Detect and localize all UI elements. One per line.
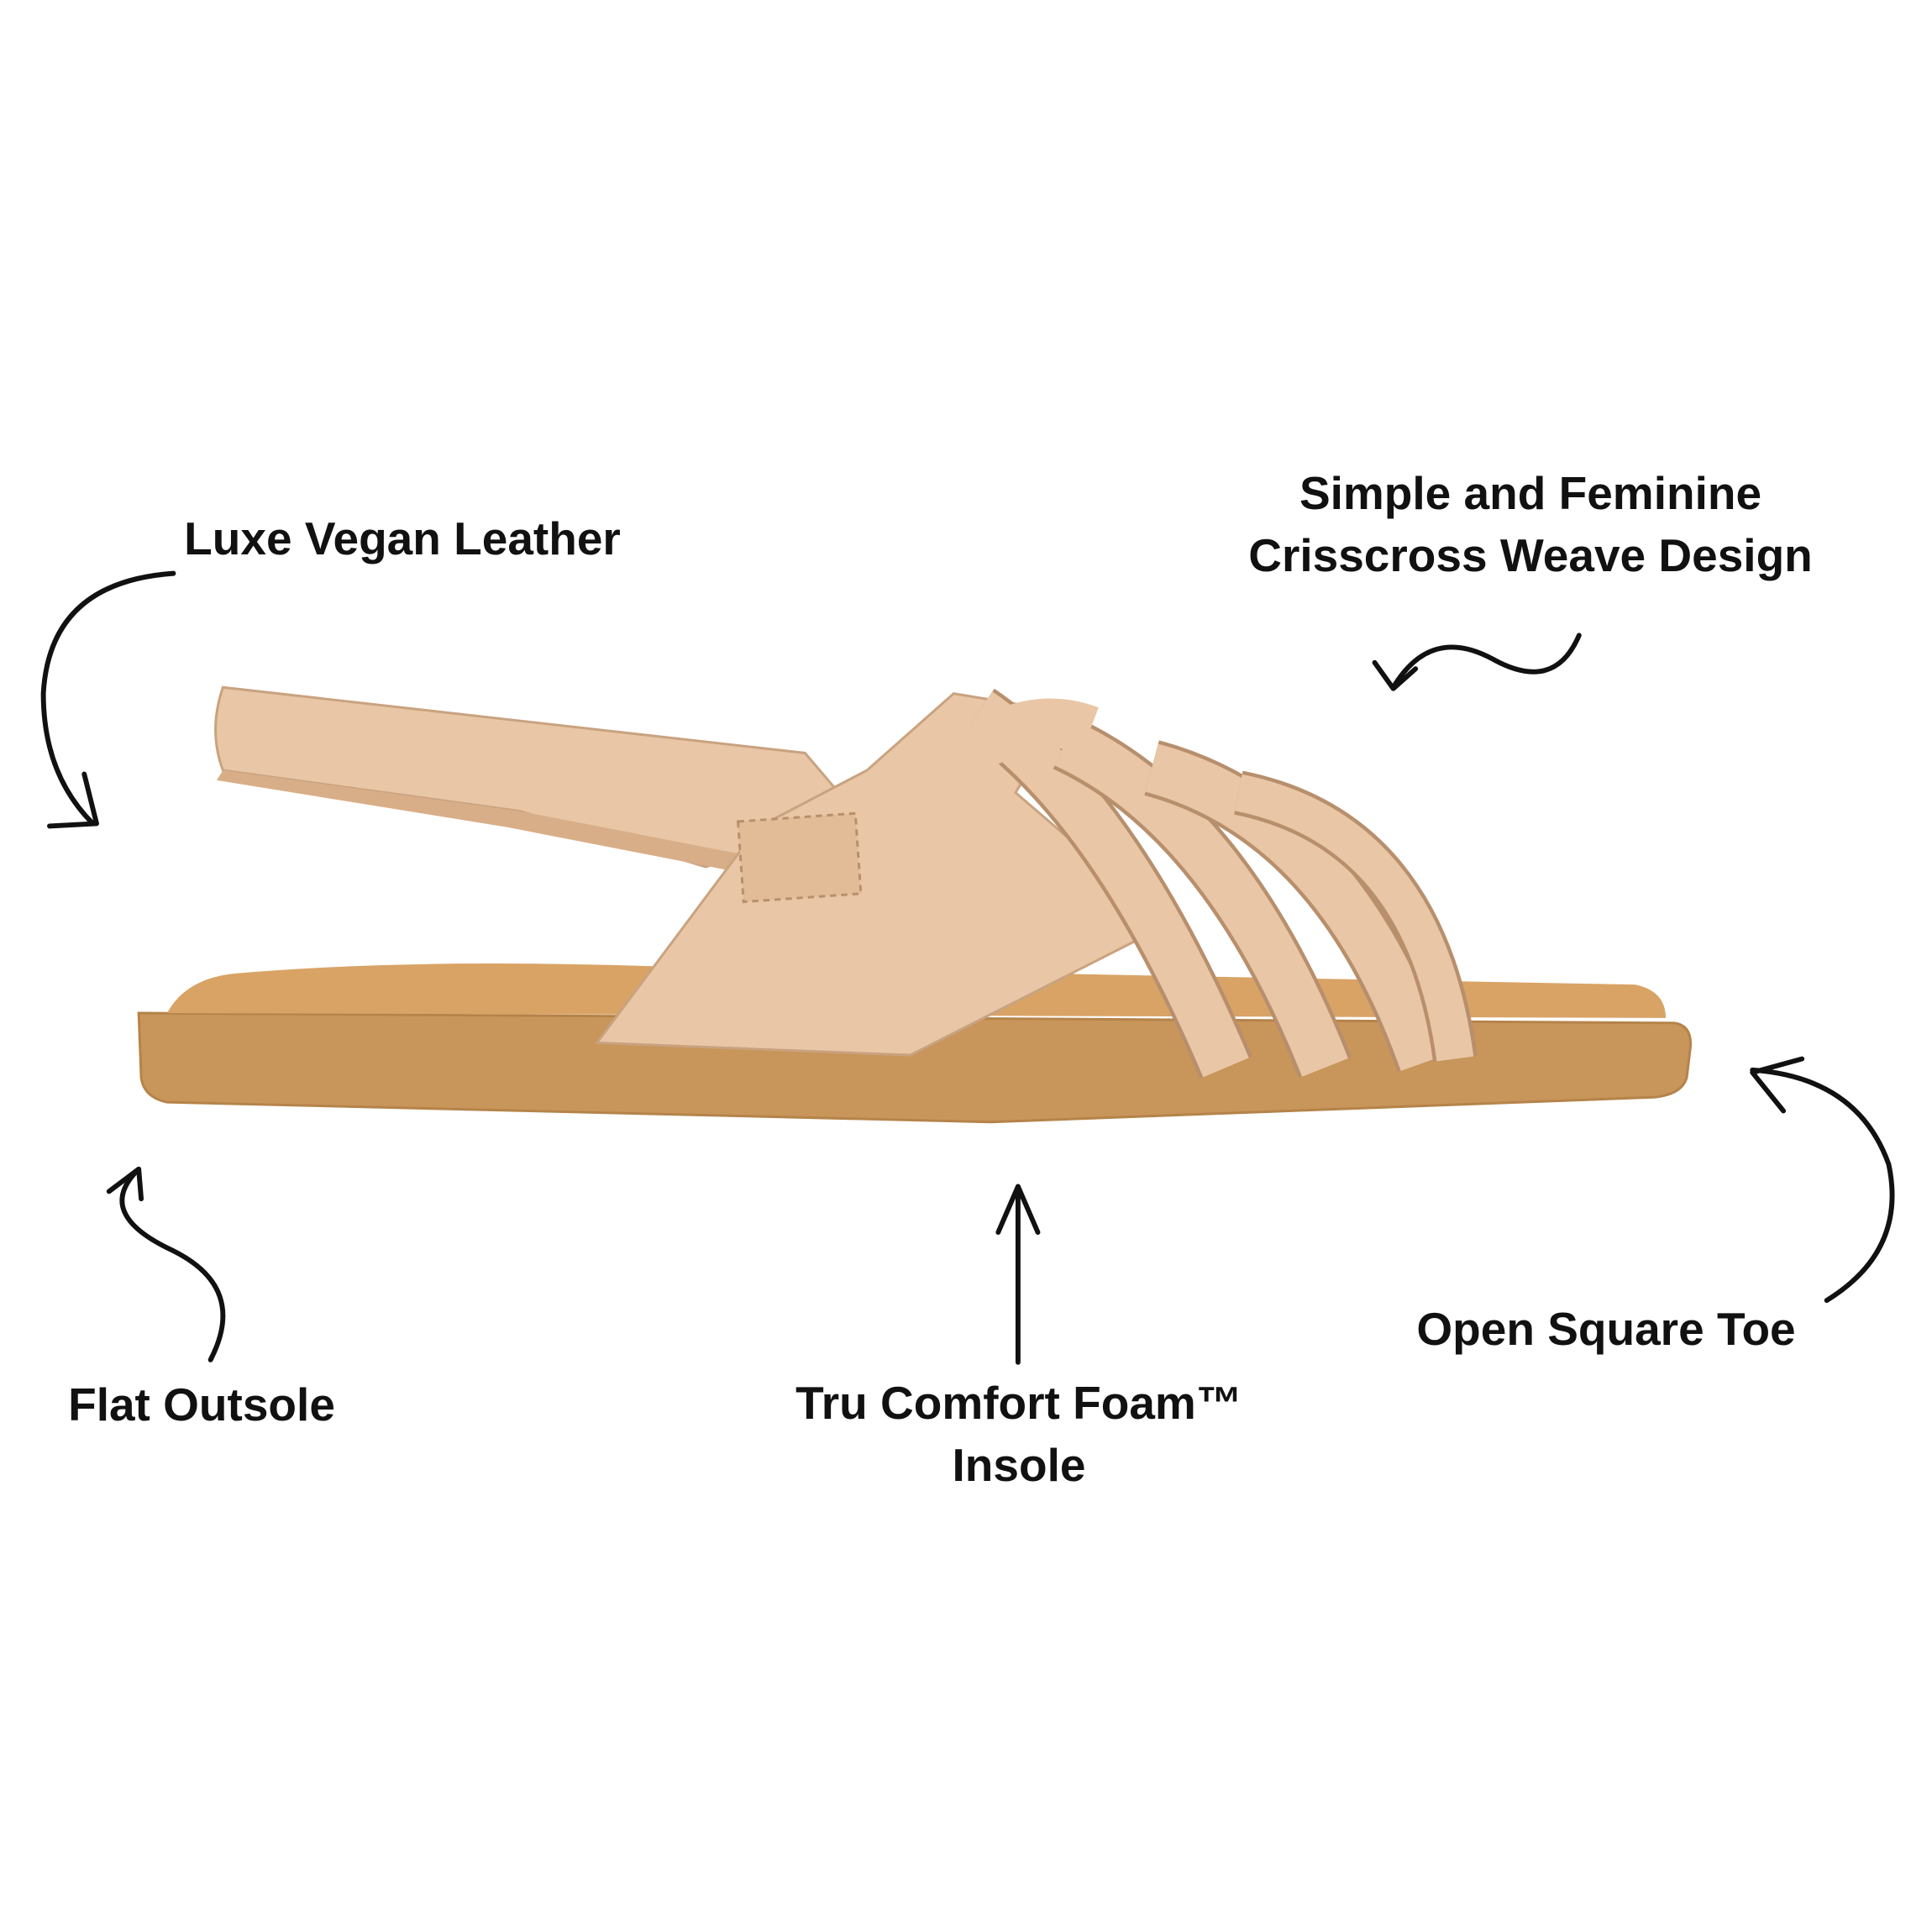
arrow-icon-weave bbox=[1372, 633, 1582, 691]
sandal-crisscross-straps bbox=[871, 688, 1478, 1079]
callout-text: Luxe Vegan Leather bbox=[184, 512, 621, 564]
callout-text-line2: Crisscross Weave Design bbox=[1248, 529, 1813, 581]
sandal-strap-inner bbox=[217, 770, 743, 874]
callout-text-line1: Simple and Feminine bbox=[1299, 467, 1762, 519]
callout-crisscross-weave: Simple and Feminine Crisscross Weave Des… bbox=[1248, 462, 1813, 586]
callout-text: Flat Outsole bbox=[68, 1378, 335, 1431]
callout-comfort-foam-insole: Tru Comfort Foam™ Insole bbox=[795, 1372, 1242, 1496]
sandal-heel-strap bbox=[214, 685, 857, 869]
callout-text-line1: Tru Comfort Foam™ bbox=[795, 1377, 1242, 1429]
arrow-icon-leather bbox=[40, 570, 176, 829]
callout-text: Open Square Toe bbox=[1416, 1303, 1796, 1355]
callout-text-line2: Insole bbox=[952, 1439, 1086, 1491]
arrow-icon-outsole bbox=[106, 1166, 226, 1362]
sandal-stitch-tab bbox=[736, 811, 863, 904]
callout-flat-outsole: Flat Outsole bbox=[68, 1373, 335, 1436]
arrow-icon-insole bbox=[995, 1184, 1041, 1365]
callout-luxe-vegan-leather: Luxe Vegan Leather bbox=[184, 507, 621, 570]
arrow-icon-toe bbox=[1750, 1056, 1895, 1304]
callout-open-square-toe: Open Square Toe bbox=[1416, 1298, 1795, 1360]
